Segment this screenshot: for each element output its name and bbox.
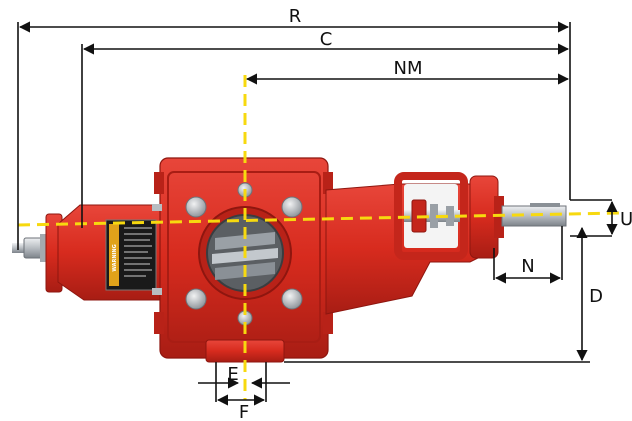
left-stud bbox=[12, 243, 26, 253]
gland-nut bbox=[430, 204, 438, 228]
warning-label: WARNING bbox=[105, 219, 157, 291]
casing-lug bbox=[154, 172, 164, 194]
horizontal-centerline bbox=[17, 211, 621, 227]
casing-bolt bbox=[281, 288, 303, 310]
shaft-keyway bbox=[530, 203, 560, 207]
bearing-cover bbox=[494, 196, 504, 238]
dimension-c-label: C bbox=[320, 29, 333, 50]
casing-bolt bbox=[281, 196, 303, 218]
casing-lug bbox=[154, 312, 164, 334]
casing-bolt bbox=[185, 288, 207, 310]
left-locknut bbox=[40, 234, 48, 262]
dimension-u-label: U bbox=[620, 209, 632, 230]
dimension-lines bbox=[17, 21, 618, 406]
centerlines bbox=[17, 75, 621, 400]
side-stud bbox=[152, 288, 162, 295]
casing-bolt bbox=[185, 196, 207, 218]
side-stud bbox=[152, 204, 162, 211]
dimension-f-label: F bbox=[239, 402, 249, 421]
dimension-d-label: D bbox=[589, 286, 603, 307]
dimension-r-label: R bbox=[289, 6, 302, 27]
dimension-labels: R C NM U N D E F bbox=[227, 6, 632, 421]
dimension-e-label: E bbox=[227, 364, 238, 385]
casing-lug bbox=[323, 312, 333, 334]
dimension-n-label: N bbox=[521, 256, 534, 277]
casing-lug bbox=[323, 172, 333, 194]
warning-label-text: WARNING bbox=[112, 244, 118, 271]
dimension-nm-label: NM bbox=[394, 58, 423, 79]
gland-nut bbox=[446, 206, 454, 226]
pump-illustration: WARNING bbox=[12, 157, 567, 363]
